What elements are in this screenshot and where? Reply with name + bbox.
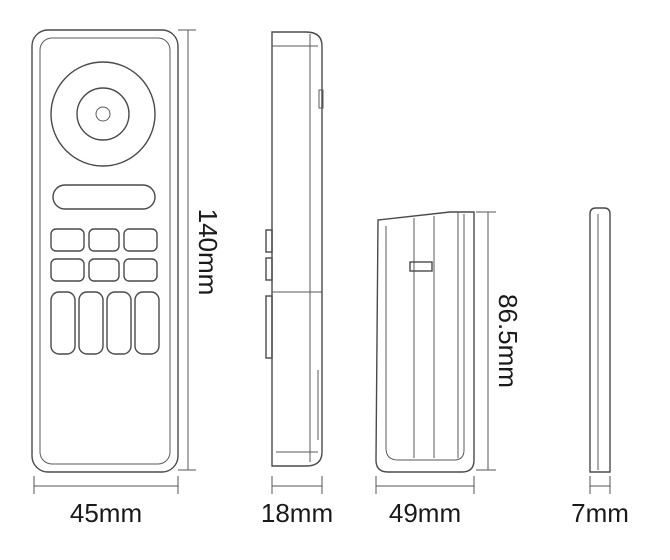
holder-width-label: 49mm	[389, 498, 461, 528]
remote-button	[78, 291, 104, 355]
remote-height-dimension: 140mm	[178, 29, 223, 471]
remote-dial-center	[76, 87, 130, 141]
remote-side-view	[265, 31, 324, 467]
remote-depth-label: 18mm	[261, 498, 333, 528]
remote-button	[123, 228, 158, 252]
remote-button	[123, 258, 158, 282]
side-key	[265, 229, 273, 253]
holder-height-label: 86.5mm	[493, 294, 523, 388]
remote-button-grid-small	[50, 228, 158, 282]
remote-side-outline	[271, 31, 323, 467]
remote-body-outline	[31, 29, 179, 473]
holder-width-dimension: 49mm	[375, 476, 475, 528]
holder-outline	[375, 211, 475, 473]
remote-wide-button	[52, 184, 156, 210]
remote-button	[88, 258, 120, 282]
remote-width-dimension: 45mm	[33, 476, 179, 528]
remote-button	[88, 228, 120, 252]
remote-button	[134, 291, 160, 355]
holder-depth-dimension: 7mm	[571, 476, 629, 528]
side-key	[265, 257, 273, 281]
holder-slot	[409, 261, 433, 272]
side-key	[265, 295, 273, 359]
remote-height-label: 140mm	[193, 209, 223, 296]
remote-button	[50, 291, 76, 355]
remote-dial-dot	[95, 106, 111, 122]
holder-front-view	[375, 211, 475, 473]
remote-width-label: 45mm	[70, 498, 142, 528]
remote-front-view	[31, 29, 179, 473]
remote-button-grid-tall	[50, 291, 160, 355]
remote-button	[50, 228, 85, 252]
holder-depth-label: 7mm	[571, 498, 629, 528]
holder-height-dimension: 86.5mm	[476, 211, 523, 471]
remote-body-inner-outline	[39, 37, 171, 465]
remote-depth-dimension: 18mm	[261, 476, 333, 528]
holder-side-view	[589, 207, 611, 473]
holder-side-outline	[589, 207, 611, 473]
side-clip	[318, 89, 324, 109]
remote-dial-outer	[50, 61, 156, 167]
remote-button	[50, 258, 85, 282]
remote-button	[106, 291, 132, 355]
